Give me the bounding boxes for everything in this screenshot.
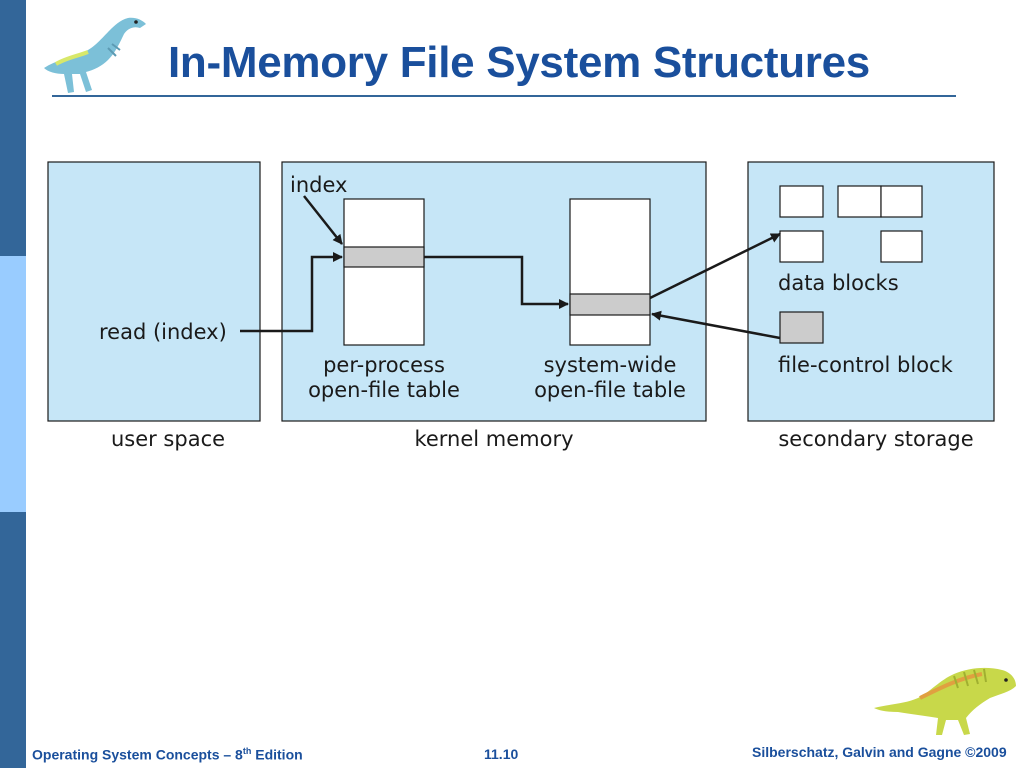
footer-authors: Silberschatz, Galvin and Gagne ©2009 [752, 744, 1007, 760]
system-wide-table-entry [569, 293, 651, 316]
system-wide-label-line2: open-file table [534, 378, 686, 402]
per-process-table-entry [343, 246, 425, 268]
system-wide-table [569, 198, 651, 346]
arrow-fcb-to-system-wide [651, 310, 781, 340]
file-control-block-label: file-control block [778, 353, 954, 377]
side-strip-bottom [0, 512, 26, 768]
secondary-storage-caption: secondary storage [778, 427, 973, 451]
per-process-table [343, 198, 425, 346]
title-underline [52, 95, 956, 97]
footer-book-title: Operating System Concepts – 8th Edition [32, 746, 303, 763]
data-block [779, 185, 824, 218]
dinosaur-logo-bottom [874, 667, 1016, 735]
per-process-label-line2: open-file table [308, 378, 460, 402]
system-wide-label-line1: system-wide [544, 353, 677, 377]
kernel-memory-caption: kernel memory [414, 427, 573, 451]
file-control-block-box [779, 311, 824, 344]
data-block [880, 230, 923, 263]
footer-page-number: 11.10 [484, 746, 519, 762]
dinosaur-logo-top [44, 17, 146, 94]
arrow-read-to-per-process [240, 252, 343, 333]
user-space-region [47, 161, 261, 422]
user-space-caption: user space [111, 427, 225, 451]
slide-title: In-Memory File System Structures [168, 38, 870, 87]
side-strip-top [0, 0, 26, 256]
per-process-label-line1: per-process [323, 353, 445, 377]
data-block [779, 230, 824, 263]
data-blocks-label: data blocks [778, 271, 899, 295]
arrow-index-to-entry [303, 195, 343, 245]
read-call-label: read (index) [99, 320, 227, 344]
data-block [837, 185, 882, 218]
side-strip-middle [0, 256, 26, 512]
arrow-per-process-to-system-wide [424, 255, 569, 309]
arrow-system-wide-to-data-blocks [649, 232, 781, 300]
data-block [880, 185, 923, 218]
index-label: index [290, 173, 347, 197]
